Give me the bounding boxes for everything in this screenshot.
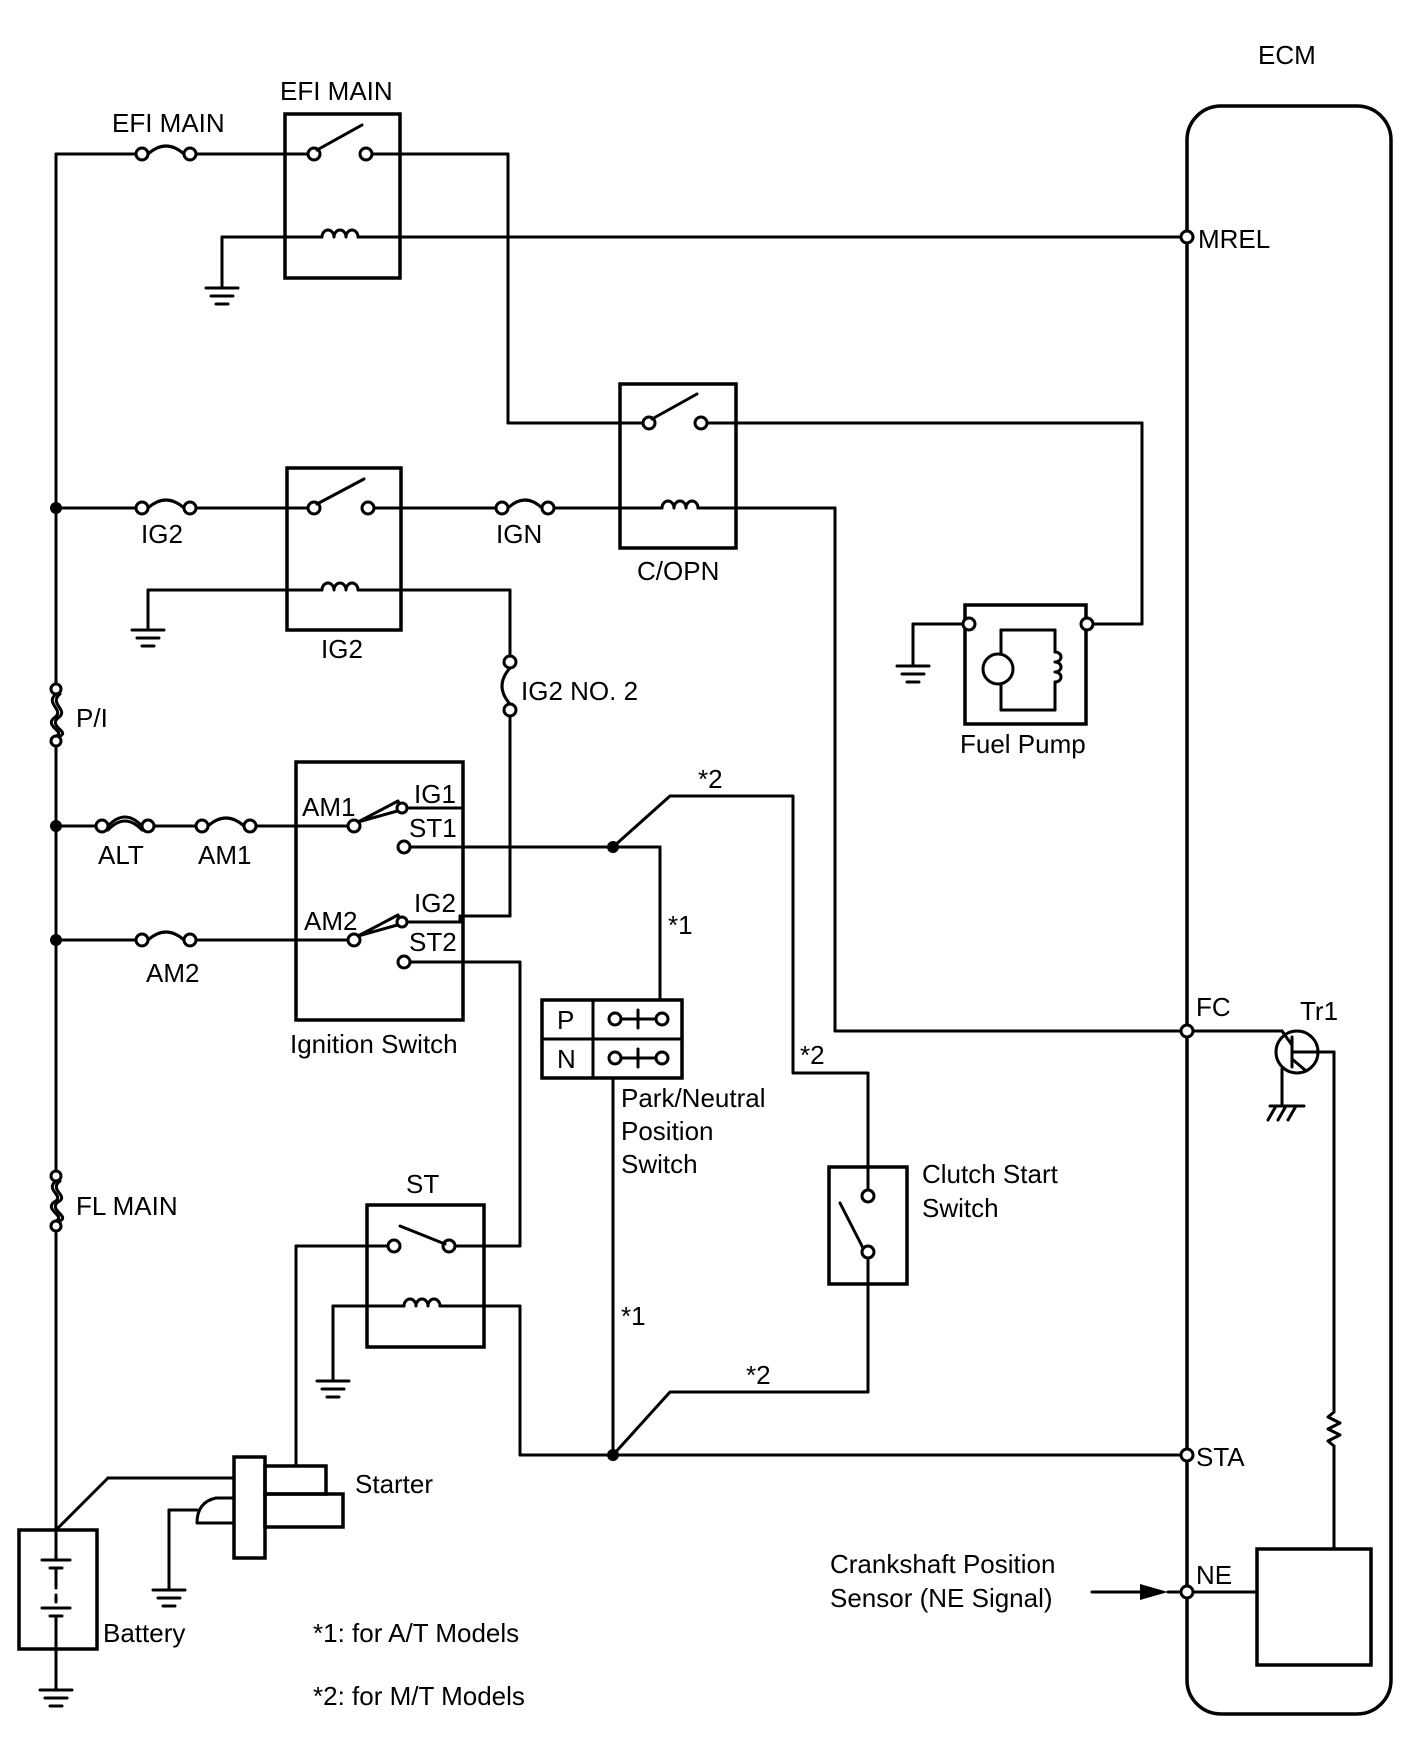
ign-st1-label: ST1: [409, 813, 457, 843]
st-relay: [365, 1203, 486, 1349]
alt-label: ALT: [98, 840, 144, 870]
ig2-fuse-label: IG2: [141, 519, 183, 549]
tr1-ground-symbol: [1266, 1104, 1306, 1122]
battery: [17, 1528, 99, 1692]
ign-fuse-label: IGN: [496, 519, 542, 549]
sta-terminal: [1179, 1447, 1195, 1463]
note-2-top: *2: [698, 764, 723, 794]
note-2-mid: *2: [800, 1040, 825, 1070]
ground-symbol: [895, 664, 931, 684]
note-2-lower: *2: [746, 1360, 771, 1390]
ign-am1-label: AM1: [302, 792, 355, 822]
arrow-icon: [1140, 1584, 1168, 1600]
note-1-upper: *1: [668, 910, 693, 940]
clutch-start-switch-contact: [838, 1188, 876, 1260]
efi-main-fuse-label: EFI MAIN: [112, 108, 225, 138]
ignition-switch-label: Ignition Switch: [290, 1029, 458, 1059]
st-relay-coil: [402, 1297, 442, 1308]
ig2-no2-fuse: [500, 654, 518, 718]
mrel-terminal: [1179, 229, 1195, 245]
ign-ig1-label: IG1: [414, 779, 456, 809]
ne-label: NE: [1196, 1560, 1232, 1590]
ign-am2-label: AM2: [304, 906, 357, 936]
ig2-fuse: [134, 498, 198, 516]
clutch-label-line2: Switch: [922, 1193, 999, 1223]
resistor-symbol: [1326, 1410, 1342, 1448]
pn-label-line3: Switch: [621, 1149, 698, 1179]
crank-label-line1: Crankshaft Position: [830, 1549, 1055, 1579]
alt-fusible-link: [94, 815, 156, 834]
copn-relay: [618, 382, 738, 550]
fl-main-label: FL MAIN: [76, 1191, 178, 1221]
am2-fuse-label: AM2: [146, 958, 199, 988]
note-1-lower: *1: [621, 1301, 646, 1331]
ign-st2-label: ST2: [409, 927, 457, 957]
efi-main-relay: [283, 112, 402, 280]
pn-n-label: N: [557, 1044, 576, 1074]
fuel-pump: [963, 603, 1088, 726]
ecm-label: ECM: [1258, 40, 1316, 70]
ig2-relay-coil: [320, 581, 360, 592]
pn-label-line1: Park/Neutral: [621, 1083, 766, 1113]
am1-fuse: [194, 816, 258, 834]
ignition-am2-contact: [346, 913, 465, 970]
efi-main-relay-label: EFI MAIN: [280, 76, 393, 106]
starter-motor: [195, 1455, 345, 1560]
ground-symbol: [38, 1688, 74, 1708]
fuel-pump-motor-icon: [981, 628, 1063, 712]
footnote-1: *1: for A/T Models: [313, 1618, 519, 1648]
ig2-relay-label: IG2: [321, 634, 363, 664]
am2-fuse: [134, 930, 198, 948]
fl-main-fusible-link: [49, 1169, 64, 1233]
am1-fuse-label: AM1: [198, 840, 251, 870]
ne-signal-circuit-box: [1255, 1547, 1373, 1667]
footnote-2: *2: for M/T Models: [313, 1681, 525, 1711]
junction-dot: [607, 1449, 619, 1461]
st-relay-contact: [386, 1224, 457, 1254]
pn-p-label: P: [557, 1005, 574, 1035]
ig2-relay: [285, 466, 403, 632]
st-relay-label: ST: [406, 1169, 439, 1199]
clutch-label-line1: Clutch Start: [922, 1159, 1059, 1189]
fc-terminal: [1179, 1023, 1195, 1039]
pi-label: P/I: [76, 703, 108, 733]
ground-symbol: [204, 286, 240, 306]
sta-label: STA: [1196, 1442, 1245, 1472]
copn-label: C/OPN: [637, 556, 719, 586]
ig2-relay-contact: [306, 477, 376, 516]
pi-fusible-link: [49, 682, 64, 748]
efi-main-relay-contact: [306, 123, 374, 162]
tr1-label: Tr1: [1300, 996, 1338, 1026]
ign-fuse: [494, 498, 556, 516]
ground-symbol: [151, 1588, 187, 1608]
ne-terminal: [1179, 1584, 1195, 1600]
copn-relay-coil: [660, 499, 700, 510]
crank-label-line2: Sensor (NE Signal): [830, 1583, 1053, 1613]
pn-label-line2: Position: [621, 1116, 714, 1146]
efi-main-fuse: [134, 144, 198, 162]
ignition-switch: [294, 760, 465, 1022]
copn-relay-contact: [641, 392, 709, 431]
starter-label: Starter: [355, 1469, 433, 1499]
ign-ig2-label: IG2: [414, 888, 456, 918]
efi-main-relay-coil: [320, 228, 360, 239]
ground-symbol: [315, 1379, 351, 1399]
ecm-box: [1185, 104, 1393, 1716]
battery-label: Battery: [103, 1618, 185, 1648]
mrel-label: MREL: [1198, 224, 1270, 254]
fuel-pump-label: Fuel Pump: [960, 729, 1086, 759]
ig2-no2-label: IG2 NO. 2: [521, 676, 638, 706]
tr1-transistor-icon: [1274, 1029, 1320, 1108]
ground-symbol: [130, 628, 166, 648]
fc-label: FC: [1196, 992, 1231, 1022]
